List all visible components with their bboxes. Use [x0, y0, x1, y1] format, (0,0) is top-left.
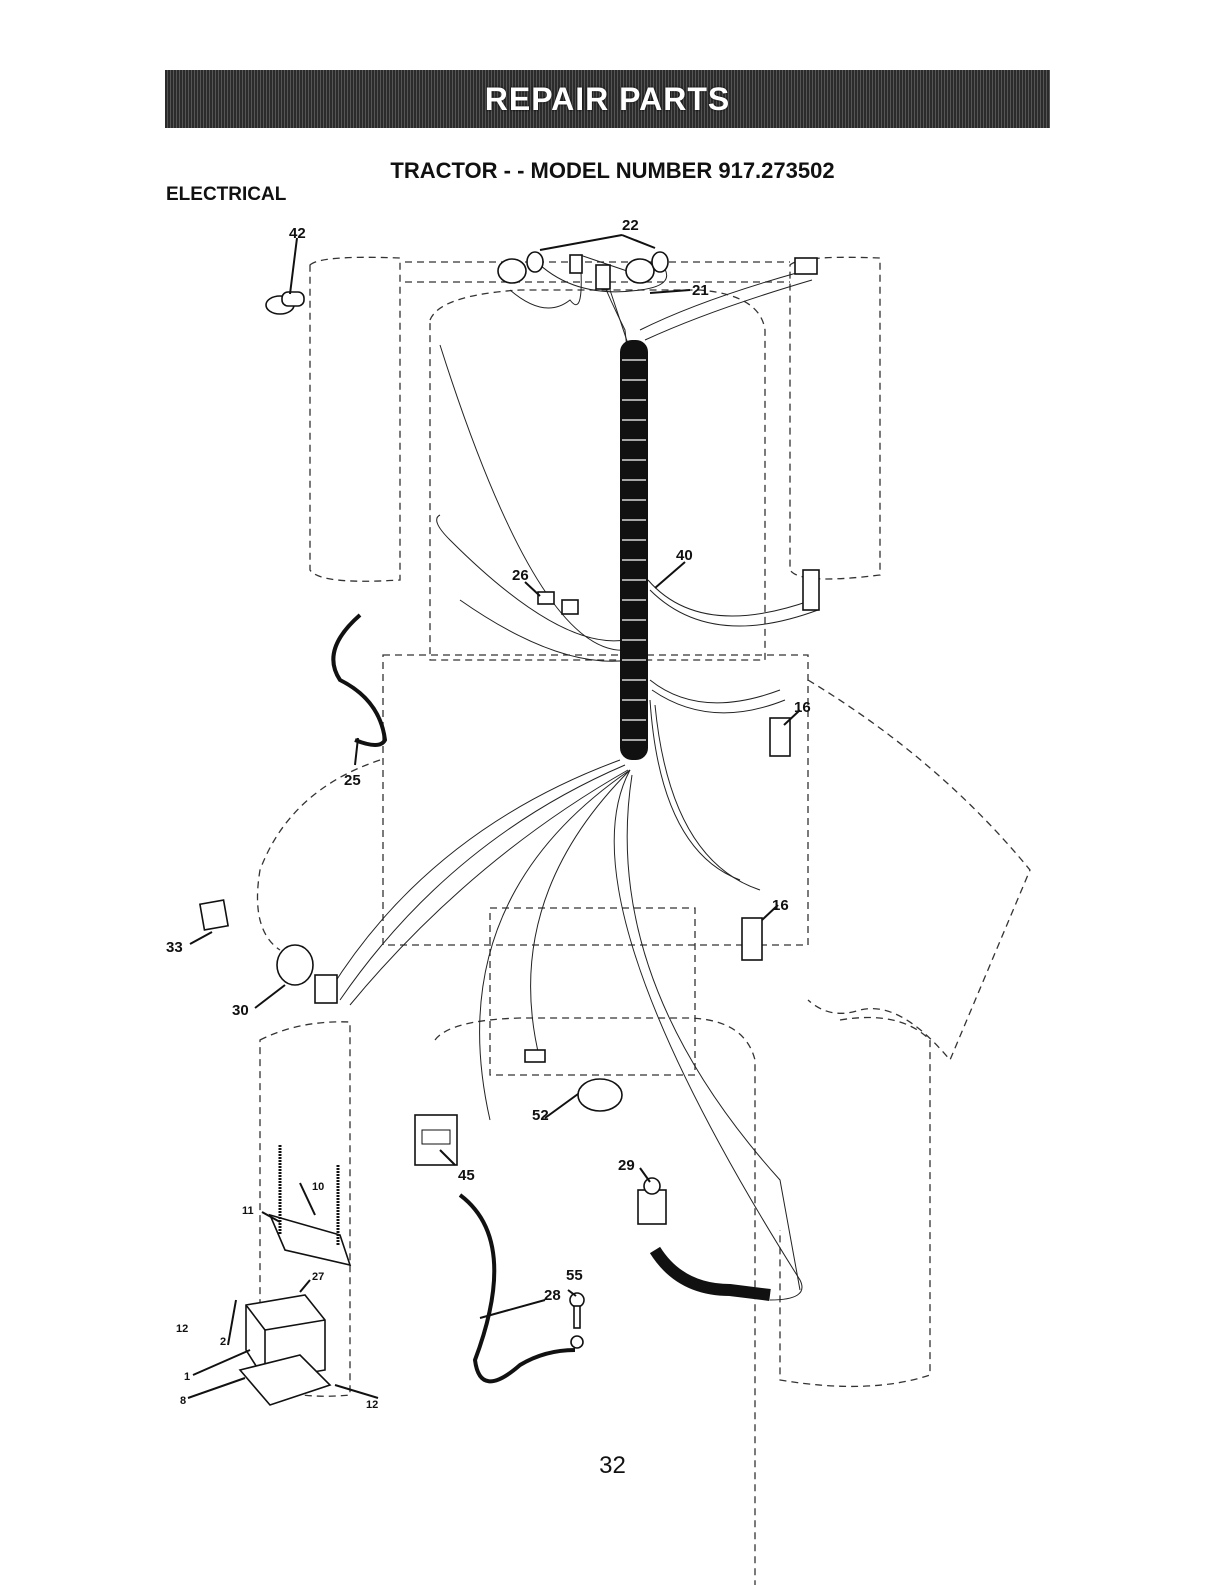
callout-26: 26	[512, 567, 529, 584]
callout-22: 22	[622, 217, 639, 234]
solenoid-29-icon	[638, 1178, 666, 1224]
callout-8: 8	[180, 1395, 186, 1407]
fuse-holder-26-icon	[538, 592, 578, 614]
callout-2: 2	[220, 1336, 226, 1348]
callout-42: 42	[289, 225, 306, 242]
headlight-left-icon	[498, 252, 543, 283]
switch-16-lower-icon	[742, 918, 762, 960]
callout-29: 29	[618, 1157, 635, 1174]
callout-1: 1	[184, 1371, 190, 1383]
callout-10: 10	[312, 1181, 324, 1193]
callout-12-left: 12	[176, 1323, 188, 1335]
callout-25: 25	[344, 772, 361, 789]
connector-right-icon	[795, 258, 819, 610]
callout-16-upper: 16	[794, 699, 811, 716]
bolt-55-icon	[570, 1293, 584, 1348]
connector-front-icon	[570, 255, 582, 273]
hour-meter-45-icon	[415, 1115, 457, 1165]
callout-40: 40	[676, 547, 693, 564]
callout-33: 33	[166, 939, 183, 956]
callout-30: 30	[232, 1002, 249, 1019]
callout-16-lower: 16	[772, 897, 789, 914]
callout-21: 21	[692, 282, 709, 299]
connector-52-icon	[525, 1050, 622, 1111]
callout-52: 52	[532, 1107, 549, 1124]
cap-42-icon	[266, 292, 304, 314]
callout-27: 27	[312, 1271, 324, 1283]
relay-33-icon	[200, 900, 228, 930]
callout-28: 28	[544, 1287, 561, 1304]
callout-55: 55	[566, 1267, 583, 1284]
connector-top-icon	[596, 265, 610, 289]
wiring-harness	[330, 255, 818, 1300]
battery-cable-25	[333, 615, 385, 745]
callout-45: 45	[458, 1167, 475, 1184]
ignition-switch-30-icon	[277, 945, 337, 1003]
switch-16-upper-icon	[770, 718, 790, 756]
callout-11: 11	[242, 1205, 254, 1217]
headlight-right-icon	[626, 252, 668, 283]
callout-12-right: 12	[366, 1399, 378, 1411]
page-number: 32	[0, 1452, 1225, 1480]
